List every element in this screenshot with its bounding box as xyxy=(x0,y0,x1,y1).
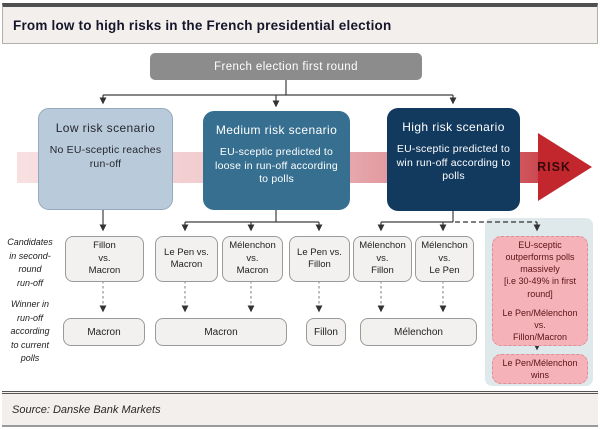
scenario-medium-risk: Medium risk scenario EU-sceptic predicte… xyxy=(203,111,350,210)
scenario-title: High risk scenario xyxy=(402,120,505,134)
matchup-fillon-macron: Fillon vs. Macron xyxy=(65,236,144,282)
winner-macron-medium: Macron xyxy=(155,318,287,346)
tail-risk-surprise-box: EU-sceptic outperforms polls massively [… xyxy=(492,236,588,346)
tail-risk-surprise-text: EU-sceptic outperforms polls massively [… xyxy=(503,239,577,299)
figure-header: From low to high risks in the French pre… xyxy=(2,3,598,44)
row-label-candidates: Candidates in second- round run-off xyxy=(7,237,53,288)
scenario-description: No EU-sceptic reaches run-off xyxy=(49,144,162,170)
scenario-title: Low risk scenario xyxy=(55,121,156,135)
scenario-description: EU-sceptic predicted to win run-off acco… xyxy=(396,143,511,183)
scenario-description: EU-sceptic predicted to loose in run-off… xyxy=(215,146,338,186)
winner-fillon: Fillon xyxy=(306,318,346,346)
row-label-winner: Winner in run-off according to current p… xyxy=(10,299,50,363)
scenario-title: Medium risk scenario xyxy=(215,123,338,137)
matchup-lepen-macron: Le Pen vs. Macron xyxy=(155,236,218,282)
tail-risk-result-box: Le Pen/Mélenchon wins xyxy=(492,354,588,384)
winner-melenchon: Mélenchon xyxy=(360,318,477,346)
root-node: French election first round xyxy=(150,53,422,80)
risk-arrow-head xyxy=(538,133,592,201)
scenario-low-risk: Low risk scenario No EU-sceptic reaches … xyxy=(38,108,173,210)
page-title: From low to high risks in the French pre… xyxy=(13,17,392,33)
winner-macron-low: Macron xyxy=(63,318,145,346)
source-text: Source: Danske Bank Markets xyxy=(12,403,161,416)
matchup-lepen-fillon: Le Pen vs. Fillon xyxy=(289,236,350,282)
figure-footer: Source: Danske Bank Markets xyxy=(2,391,598,427)
matchup-melenchon-lepen: Mélenchon vs. Le Pen xyxy=(415,236,474,282)
matchup-melenchon-macron: Mélenchon vs. Macron xyxy=(222,236,283,282)
matchup-melenchon-fillon: Mélenchon vs. Fillon xyxy=(353,236,412,282)
risk-arrow-label: RISK xyxy=(537,160,571,174)
tail-risk-matchup-text: Le Pen/Mélenchon vs. Fillon/Macron xyxy=(502,307,578,342)
scenario-high-risk: High risk scenario EU-sceptic predicted … xyxy=(387,108,520,211)
